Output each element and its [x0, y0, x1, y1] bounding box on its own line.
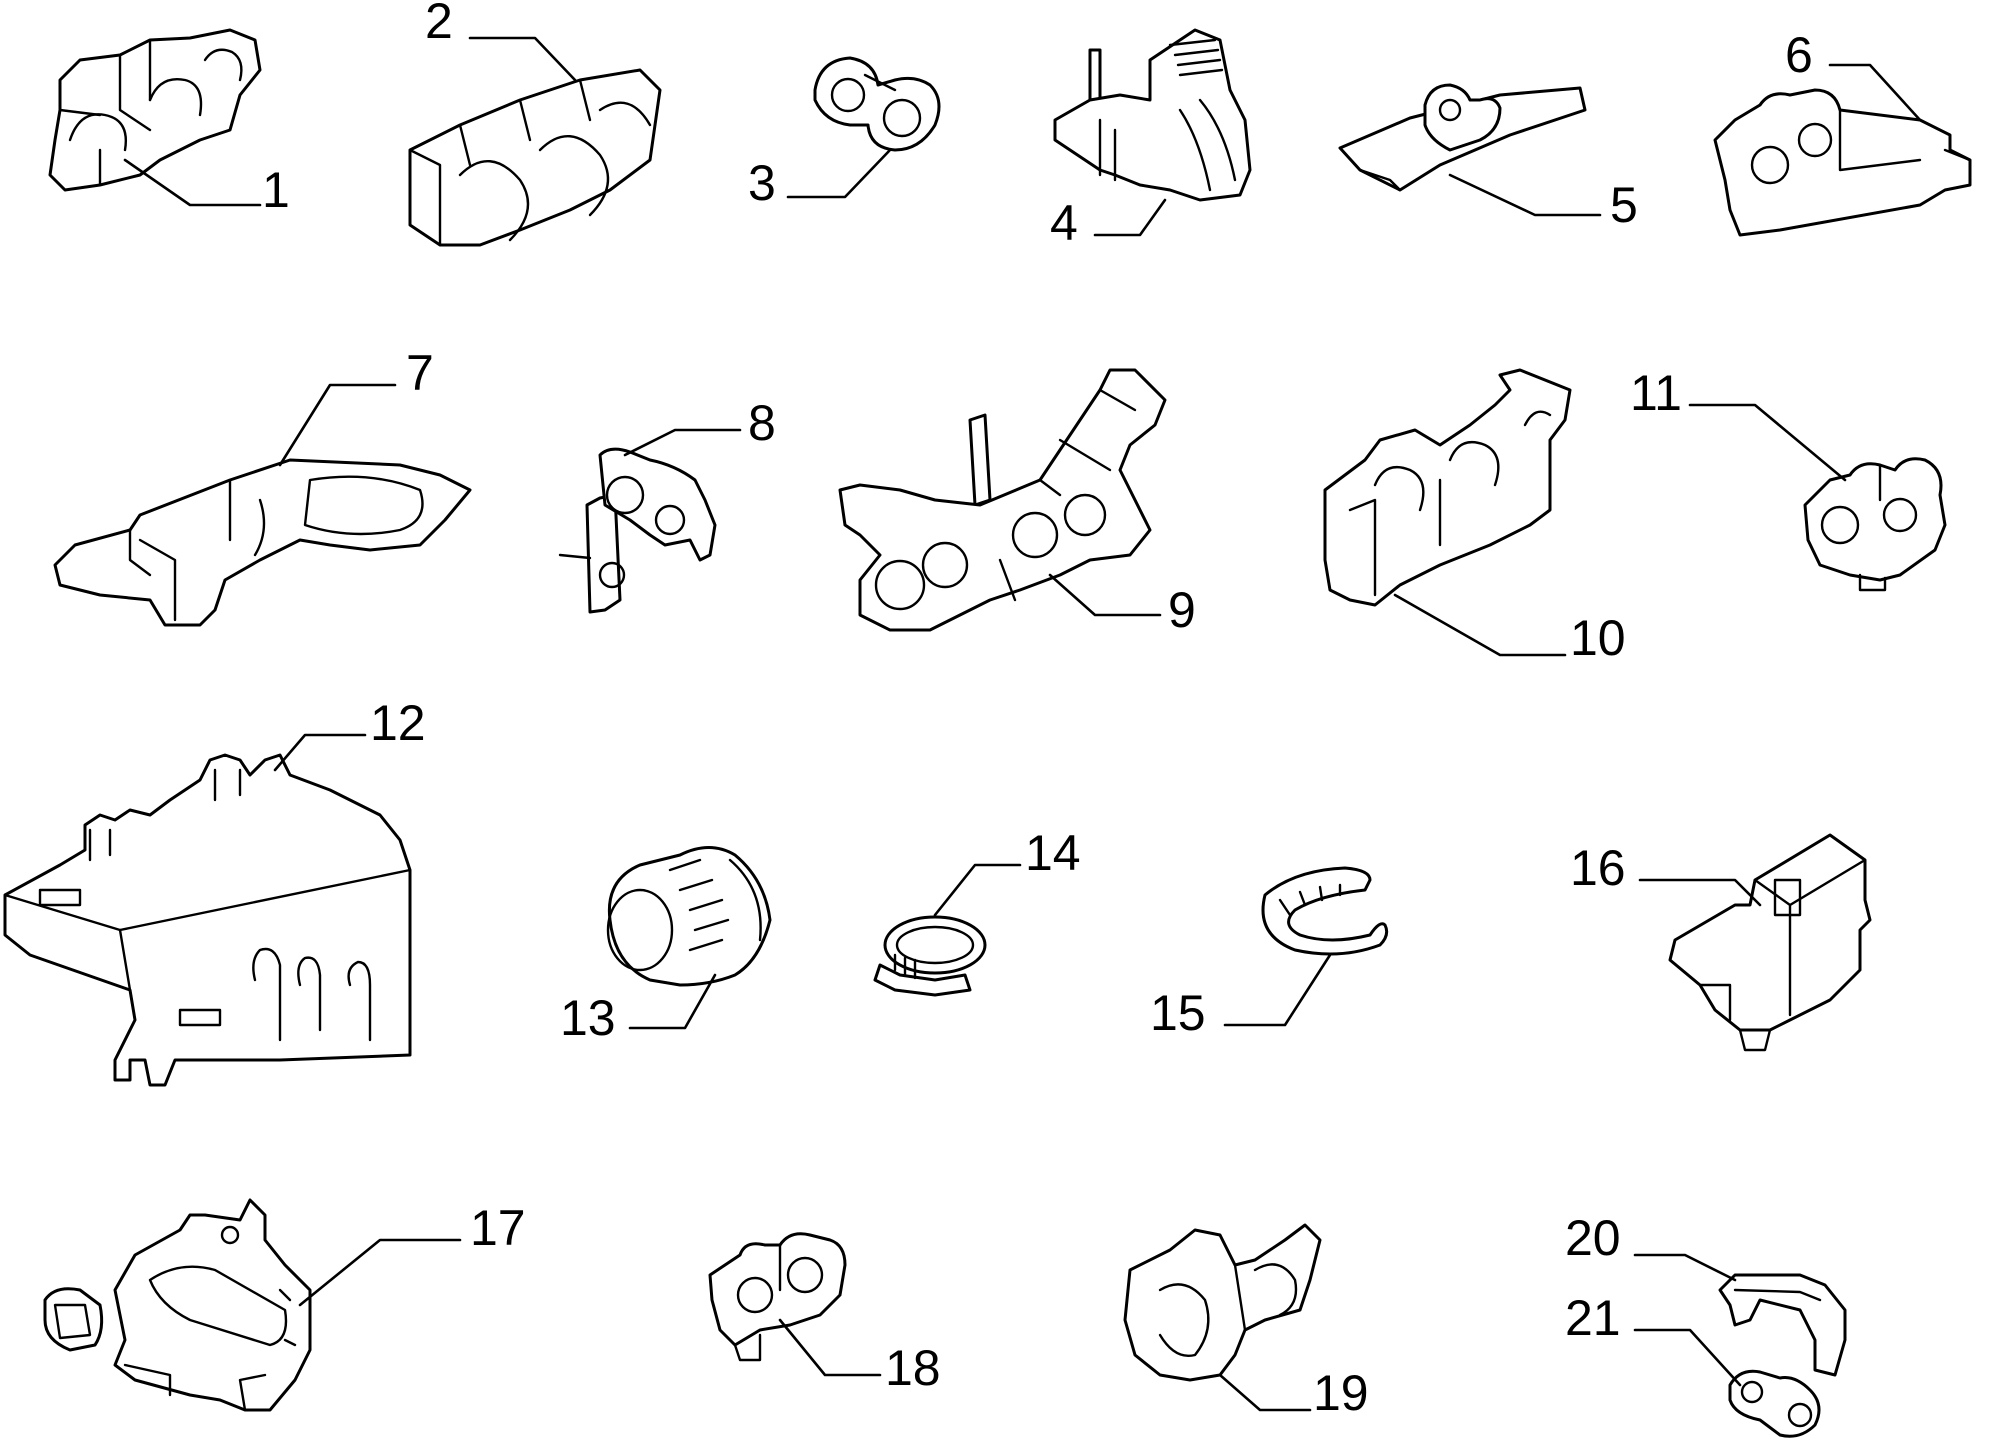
- callout-label-20: 20: [1565, 1210, 1621, 1266]
- part-12-drawing: [3, 753, 412, 1087]
- callout-label-16: 16: [1570, 840, 1626, 896]
- part-6-drawing: [1713, 88, 1972, 237]
- callout-leader-21: [1633, 1328, 1742, 1387]
- callout-label-17: 17: [470, 1200, 526, 1256]
- callout-leader-7: [278, 383, 397, 467]
- callout-leader-2: [468, 36, 577, 82]
- callout-label-18: 18: [885, 1340, 941, 1396]
- callout-label-14: 14: [1025, 825, 1081, 881]
- callout-leader-5: [1448, 173, 1602, 217]
- callout-leader-9: [1048, 573, 1162, 617]
- part-18-drawing: [708, 1232, 847, 1362]
- callout-leader-19: [1218, 1373, 1312, 1412]
- callout-leader-1: [123, 158, 262, 207]
- callout-leader-14: [933, 863, 1022, 917]
- callout-leader-20: [1633, 1253, 1737, 1282]
- callout-label-9: 9: [1168, 582, 1196, 638]
- callout-label-7: 7: [406, 345, 434, 401]
- part-8-drawing: [558, 447, 717, 614]
- callout-label-19: 19: [1313, 1365, 1369, 1421]
- callout-label-4: 4: [1050, 195, 1078, 251]
- part-20-drawing: [1718, 1273, 1847, 1377]
- callout-label-8: 8: [748, 395, 776, 451]
- part-9-drawing: [838, 368, 1167, 632]
- part-14-drawing: [873, 915, 987, 997]
- callout-label-21: 21: [1565, 1290, 1621, 1346]
- callout-label-5: 5: [1610, 177, 1638, 233]
- part-11-drawing: [1803, 457, 1947, 592]
- callout-label-1: 1: [262, 162, 290, 218]
- callout-label-10: 10: [1570, 610, 1626, 666]
- part-16-drawing: [1668, 833, 1872, 1052]
- callout-leader-16: [1638, 878, 1762, 907]
- callout-leader-10: [1393, 593, 1567, 657]
- callout-leader-4: [1093, 198, 1167, 237]
- callout-label-13: 13: [560, 990, 616, 1046]
- part-19-drawing: [1123, 1223, 1322, 1382]
- part-21-drawing: [1728, 1369, 1821, 1438]
- callout-leader-15: [1223, 953, 1332, 1027]
- part-7-drawing: [53, 458, 472, 627]
- callout-label-3: 3: [748, 155, 776, 211]
- callout-leader-6: [1828, 63, 1922, 122]
- part-5-drawing: [1338, 83, 1587, 192]
- callout-leader-12: [273, 733, 367, 772]
- callout-leader-18: [778, 1318, 882, 1377]
- part-10-drawing: [1323, 368, 1572, 607]
- callout-leader-3: [786, 148, 892, 199]
- part-2-drawing: [408, 68, 662, 247]
- part-4-drawing: [1053, 28, 1252, 202]
- callout-label-12: 12: [370, 695, 426, 751]
- part-15-drawing: [1261, 866, 1389, 956]
- callout-label-15: 15: [1150, 985, 1206, 1041]
- callout-leader-13: [628, 973, 717, 1030]
- callout-leader-17: [298, 1238, 462, 1307]
- callout-label-11: 11: [1630, 365, 1682, 421]
- part-3-drawing: [813, 56, 941, 152]
- callout-label-2: 2: [425, 0, 453, 49]
- callout-label-6: 6: [1785, 27, 1813, 83]
- part-17-drawing: [43, 1198, 312, 1412]
- part-13-drawing: [606, 846, 772, 987]
- part-1-drawing: [48, 28, 262, 192]
- callout-leader-8: [623, 428, 742, 457]
- callout-leader-11: [1688, 403, 1847, 482]
